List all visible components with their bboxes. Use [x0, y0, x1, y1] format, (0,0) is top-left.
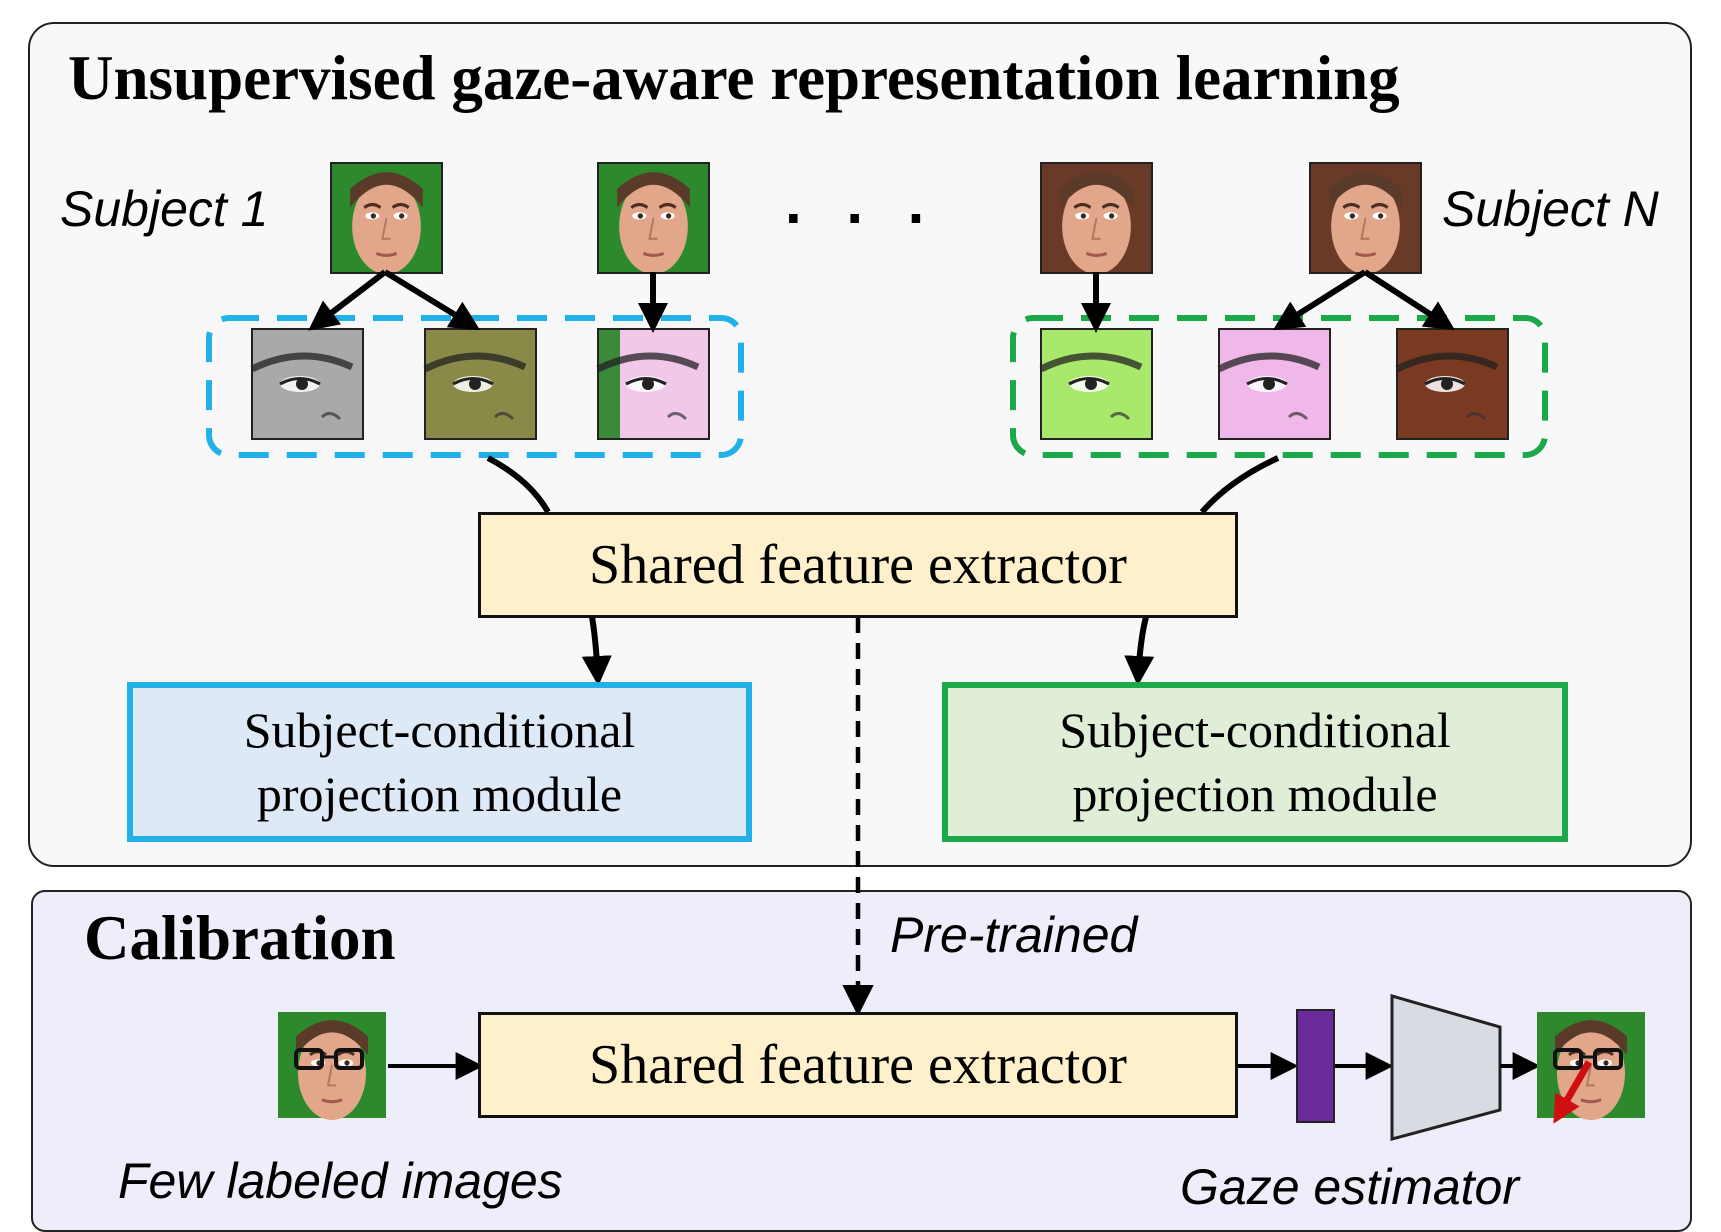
face-image-subjectN-b [1309, 162, 1422, 276]
augmented-crop-green [1041, 328, 1153, 440]
extractor-to-projection-arrows [581, 616, 1155, 686]
subject-1-label: Subject 1 [60, 181, 269, 237]
few-labeled-images-label: Few labeled images [118, 1153, 563, 1209]
augmented-crop-magenta [598, 328, 710, 440]
face-image-subject1-b [597, 162, 710, 276]
gaze-direction-arrow [1553, 1060, 1593, 1124]
projection-module-subjectN: Subject-conditional projection module [942, 682, 1568, 842]
augmented-crop-brown [1397, 328, 1509, 440]
calibration-title: Calibration [84, 903, 396, 973]
pretrained-label: Pre-trained [890, 907, 1138, 963]
embedding-bar [1296, 1009, 1335, 1123]
projection-module-subject1: Subject-conditional projection module [127, 682, 752, 842]
augmented-crop-gray [252, 328, 364, 440]
panel-title: Unsupervised gaze-aware representation l… [68, 43, 1400, 113]
projection-left-line2: projection module [256, 766, 623, 822]
projection-left-line1: Subject-conditional [243, 702, 636, 758]
subjects-ellipsis: . . . [785, 169, 939, 236]
projection-right-line1: Subject-conditional [1059, 702, 1451, 758]
shared-feature-extractor-bottom: Shared feature extractor [478, 1012, 1238, 1118]
augmentation-arrows [308, 269, 1456, 333]
gaze-output-face [1537, 1012, 1645, 1124]
gaze-estimator-trapezoid [1390, 994, 1502, 1141]
shared-feature-extractor-top: Shared feature extractor [478, 512, 1238, 618]
face-image-subjectN-a [1040, 162, 1153, 276]
calibration-input-face [278, 1012, 386, 1122]
augmented-crop-olive [425, 328, 537, 440]
subject-n-label: Subject N [1442, 181, 1659, 237]
face-image-subject1-a [330, 162, 443, 276]
group-to-extractor-lines [486, 455, 1280, 514]
projection-right-line2: projection module [1072, 766, 1438, 822]
gaze-estimator-label: Gaze estimator [1180, 1159, 1520, 1215]
augmented-crop-pink [1219, 328, 1331, 440]
